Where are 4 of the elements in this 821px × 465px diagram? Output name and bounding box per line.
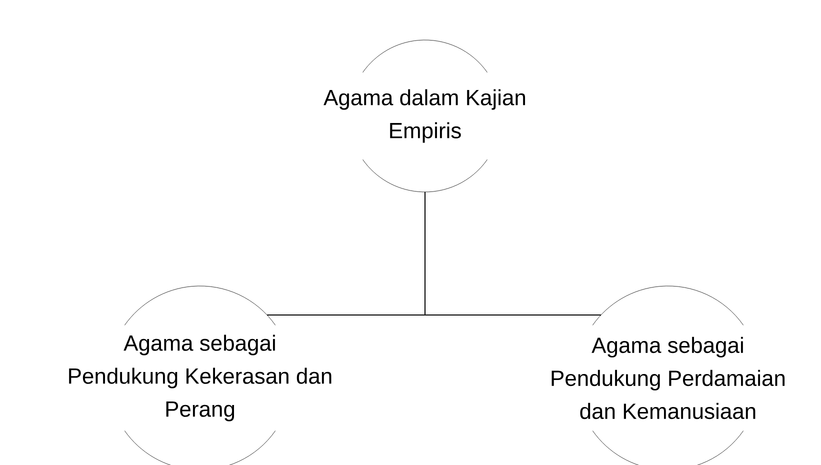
circle-node: Agama sebagai Pendukung Kekerasan dan Perang <box>69 286 332 465</box>
circle-node: Agama sebagai Pendukung Perdamaian dan Kemanusiaan <box>552 286 785 465</box>
connector-line <box>424 192 602 316</box>
circle-node: Agama dalam Kajian Empiris <box>324 40 526 192</box>
